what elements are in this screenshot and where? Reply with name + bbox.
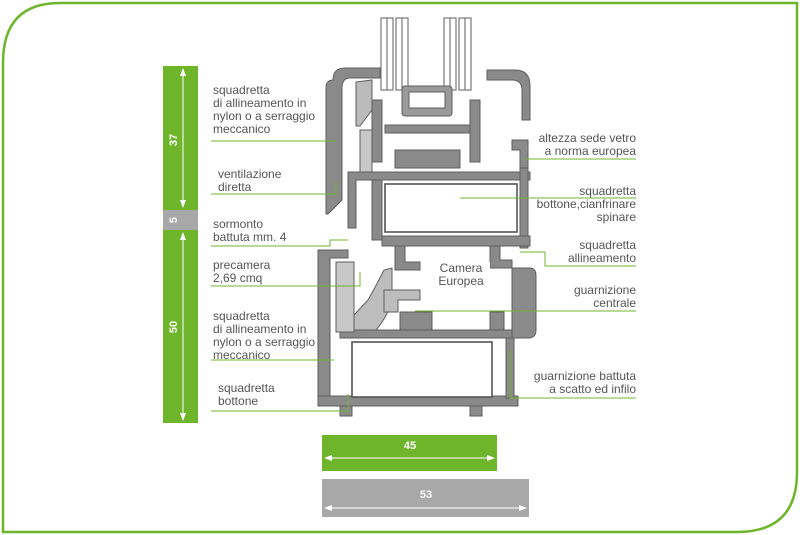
dim-bar-50 — [163, 230, 198, 423]
dim-bar-45 — [322, 435, 497, 471]
label-squadretta-allineamento-right: squadretta allineamento — [567, 238, 636, 265]
dim-bar-37 — [163, 66, 198, 210]
dim-5-label: 5 — [168, 217, 180, 223]
label-guarnizione-centrale: guarnizione centrale — [573, 283, 636, 310]
label-camera-europea: Camera Europea — [432, 262, 490, 288]
label-squadretta-allineamento-top: squadretta di allineamento in nylon o a … — [213, 83, 316, 136]
sash-profile — [325, 67, 531, 271]
label-altezza-sede-vetro: altezza sede vetro a norma europea — [538, 131, 636, 158]
leader-allineamento — [520, 251, 636, 267]
leader-guarnizione-battuta — [509, 350, 636, 399]
steel-insert-lower — [351, 341, 493, 398]
dim-50-label: 50 — [168, 321, 180, 333]
dim-37-label: 37 — [168, 134, 180, 146]
glass-panes — [380, 17, 472, 91]
label-ventilazione-diretta: ventilazione diretta — [218, 167, 282, 194]
left-dimension-bar: 37 5 50 — [163, 66, 198, 423]
label-squadretta-bottone: squadretta bottone — [218, 381, 275, 408]
dim-bar-53 — [322, 479, 529, 517]
dim-45-label: 45 — [404, 440, 416, 452]
dim-bar-5 — [163, 210, 198, 230]
dim-53-label: 53 — [420, 489, 432, 501]
leader-lines — [211, 140, 636, 412]
leader-precamera — [211, 272, 361, 287]
leader-sormonto — [211, 239, 348, 247]
label-precamera: precamera 2,69 cmq — [213, 258, 271, 285]
label-guarnizione-battuta: guarnizione battuta a scatto ed infilo — [533, 369, 636, 396]
leader-squadretta-bottone — [211, 394, 349, 412]
label-squadretta-bottone-cianfrinare: squadretta bottone,cianfrinare spinare — [536, 184, 636, 224]
label-squadretta-allineamento-lower: squadretta di allineamento in nylon o a … — [213, 309, 316, 362]
leader-ventilazione — [211, 182, 337, 195]
bottom-dimension-bars: 45 53 — [322, 435, 529, 517]
steel-insert-upper — [384, 183, 518, 233]
label-sormonto-battuta: sormonto battuta mm. 4 — [213, 217, 287, 244]
